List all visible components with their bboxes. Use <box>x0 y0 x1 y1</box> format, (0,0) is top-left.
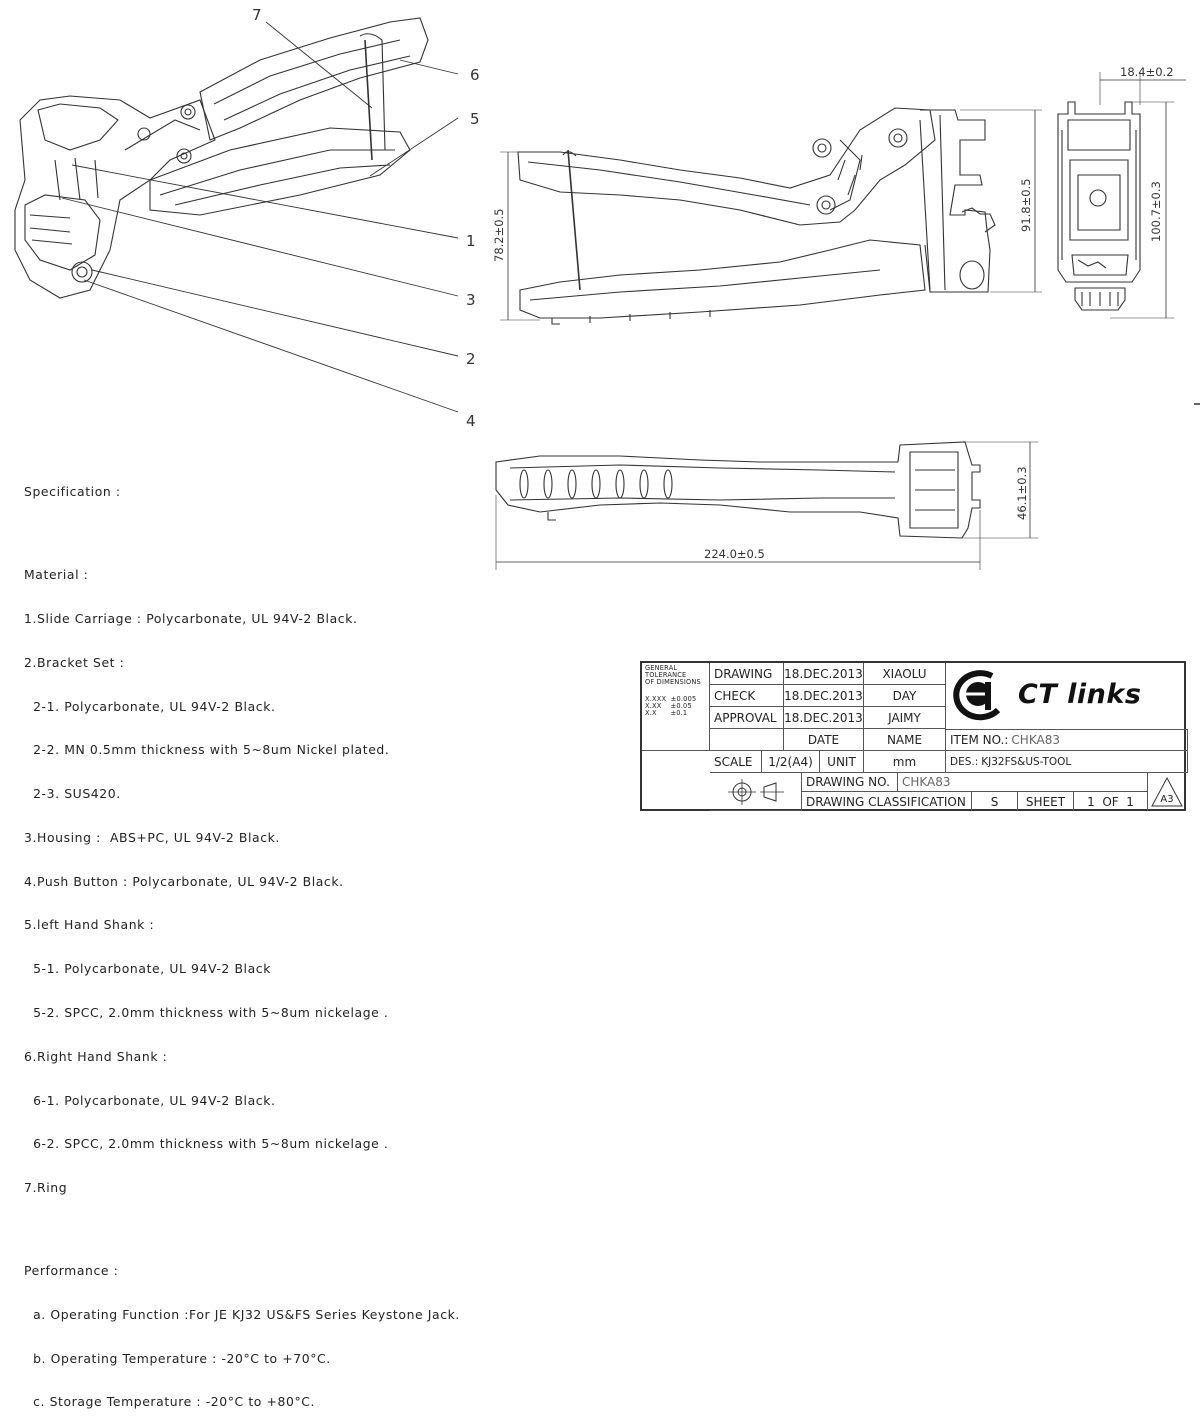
tolerance-values: X.XXX ±0.005 X.XX ±0.05 X.X ±0.1 <box>642 688 709 719</box>
callout-leaders <box>61 21 459 413</box>
company-logo: CT links <box>948 663 1186 725</box>
check-date: 18.DEC.2013 <box>784 685 864 707</box>
front-view <box>1057 72 1186 319</box>
drawing-no-value: CHKA83 <box>898 773 1148 792</box>
sheet-value: 1 OF 1 <box>1074 792 1148 811</box>
classification-value: S <box>972 792 1018 811</box>
check-by: DAY <box>864 685 946 707</box>
drawing-no-label: DRAWING NO. <box>802 773 898 792</box>
callout-6: 6 <box>470 66 480 84</box>
spec-line: Material : <box>24 567 89 583</box>
tolerance-row: X.XXX ±0.005 <box>645 695 697 703</box>
date-header: DATE <box>784 729 864 751</box>
dim-height-right: 100.7±0.3 <box>1149 181 1163 242</box>
callout-1: 1 <box>466 232 476 250</box>
approval-by: JAIMY <box>864 707 946 729</box>
item-no: ITEM NO.: CHKA83 <box>946 729 1188 751</box>
approval-date: 18.DEC.2013 <box>784 707 864 729</box>
tolerance-title-line: GENERAL <box>645 664 678 672</box>
paper-size-value: A3 <box>1160 793 1174 805</box>
description-label: DES.: <box>950 755 979 768</box>
dim-thickness: 46.1±0.3 <box>1015 466 1029 520</box>
callout-3: 3 <box>466 291 476 309</box>
classification-label: DRAWING CLASSIFICATION <box>802 792 972 811</box>
tolerance-cell: GENERAL TOLERANCE OF DIMENSIONS X.XXX ±0… <box>642 663 710 751</box>
callout-5: 5 <box>470 110 480 128</box>
tolerance-row: X.X ±0.1 <box>645 709 688 717</box>
spec-line: 2-1. Polycarbonate, UL 94V-2 Black. <box>24 698 276 714</box>
title-block: GENERAL TOLERANCE OF DIMENSIONS X.XXX ±0… <box>640 661 1188 811</box>
tolerance-title-line: OF DIMENSIONS <box>645 678 701 686</box>
logo-text: CT links <box>1018 678 1142 710</box>
spec-line: Performance : <box>24 1263 119 1279</box>
spec-line: Specification : <box>24 484 121 500</box>
drawing-label: DRAWING <box>710 663 784 685</box>
spec-line: c. Storage Temperature : -20°C to +80°C. <box>24 1394 316 1410</box>
spec-line: 5-2. SPCC, 2.0mm thickness with 5~8um ni… <box>24 1004 389 1020</box>
approval-label: APPROVAL <box>710 707 784 729</box>
unit-value: mm <box>864 751 946 773</box>
callout-7: 7 <box>252 6 262 24</box>
projection-symbol <box>710 773 802 811</box>
description: DES.: KJ32FS&US-TOOL <box>946 751 1188 773</box>
ct-links-logo-icon <box>953 670 1006 721</box>
triangle-icon <box>1151 776 1183 807</box>
dim-length: 224.0±0.5 <box>704 547 765 561</box>
sheet-label: SHEET <box>1018 792 1074 811</box>
check-label: CHECK <box>710 685 784 707</box>
drawing-date: 18.DEC.2013 <box>784 663 864 685</box>
callout-4: 4 <box>466 412 476 430</box>
specification-notes: Specification : Material : 1.Slide Carri… <box>24 456 460 1425</box>
spec-line: 7.Ring <box>24 1180 68 1196</box>
item-no-label: ITEM NO.: <box>950 733 1009 747</box>
spec-line: 6.Right Hand Shank : <box>24 1048 168 1064</box>
blank-cell <box>710 729 784 751</box>
callout-2: 2 <box>466 350 476 368</box>
spec-line: 2-3. SUS420. <box>24 786 121 802</box>
tolerance-title: GENERAL TOLERANCE OF DIMENSIONS <box>642 663 709 688</box>
tolerance-title-line: TOLERANCE <box>645 671 687 679</box>
dim-height-mid: 91.8±0.5 <box>1019 178 1033 232</box>
spec-line: 4.Push Button : Polycarbonate, UL 94V-2 … <box>24 873 344 889</box>
spec-line: 3.Housing : ABS+PC, UL 94V-2 Black. <box>24 829 280 845</box>
spec-line: a. Operating Function :For JE KJ32 US&FS… <box>24 1306 460 1322</box>
side-view <box>500 107 1042 325</box>
unit-label: UNIT <box>820 751 864 773</box>
spec-line: 2.Bracket Set : <box>24 654 125 670</box>
paper-size: A3 <box>1148 773 1186 811</box>
scale-label: SCALE <box>710 751 762 773</box>
spec-line: 6-2. SPCC, 2.0mm thickness with 5~8um ni… <box>24 1136 389 1152</box>
spec-line: 6-1. Polycarbonate, UL 94V-2 Black. <box>24 1092 276 1108</box>
top-view <box>495 441 1038 570</box>
spec-gap <box>24 1225 460 1235</box>
spec-line: 5-1. Polycarbonate, UL 94V-2 Black <box>24 961 271 977</box>
spec-line: 1.Slide Carriage : Polycarbonate, UL 94V… <box>24 610 358 626</box>
spec-line: 5.left Hand Shank : <box>24 917 155 933</box>
spec-gap <box>24 529 460 539</box>
description-value: KJ32FS&US-TOOL <box>981 755 1072 768</box>
tolerance-row: X.XX ±0.05 <box>645 702 692 710</box>
dim-height-left: 78.2±0.5 <box>492 208 506 262</box>
spec-line: 2-2. MN 0.5mm thickness with 5~8um Nicke… <box>24 742 390 758</box>
third-angle-projection-icon <box>727 778 784 805</box>
dim-width-top: 18.4±0.2 <box>1120 65 1174 79</box>
technical-drawing: 7 6 5 1 3 2 4 18.4±0.2 78.2±0.5 91.8±0.5… <box>14 6 1200 570</box>
name-header: NAME <box>864 729 946 751</box>
scale-value: 1/2(A4) <box>762 751 820 773</box>
isometric-view <box>14 17 429 299</box>
spec-line: b. Operating Temperature : -20°C to +70°… <box>24 1350 331 1366</box>
item-no-value: CHKA83 <box>1011 733 1060 747</box>
drawing-by: XIAOLU <box>864 663 946 685</box>
